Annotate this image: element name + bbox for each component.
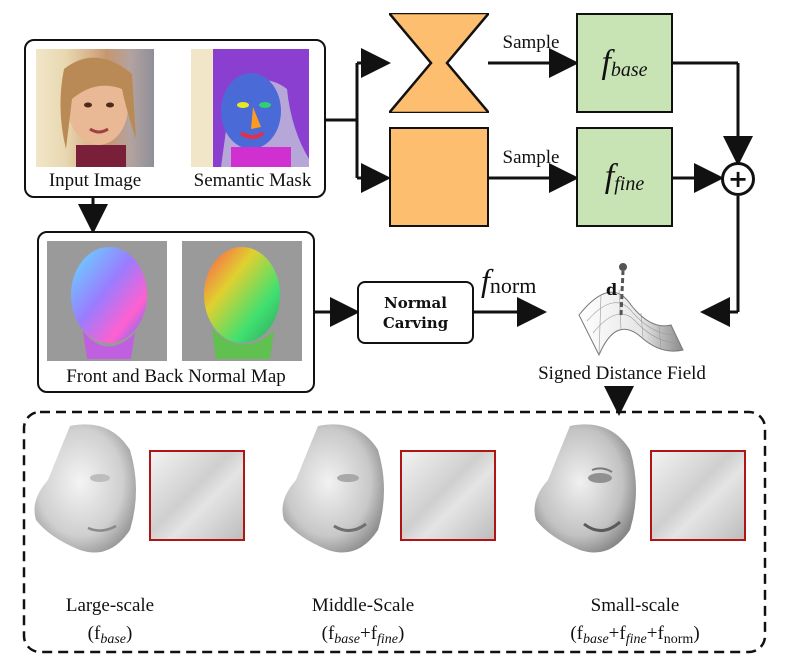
plus-icon: + (727, 165, 749, 193)
small-scale-formula: (fbase+ffine+fnorm) (570, 623, 700, 647)
normal-carving-line2: Carving (382, 313, 449, 332)
decoder-shape (389, 13, 489, 113)
back-normal-map (182, 241, 302, 361)
large-scale-mesh (34, 424, 136, 553)
sum-operator: + (721, 162, 755, 196)
small-scale-caption: Small-scale (fbase+ffine+fnorm) (530, 592, 740, 650)
f-fine-symbol: f (604, 158, 615, 195)
small-scale-title: Small-scale (590, 595, 680, 616)
middle-scale-title: Middle-Scale (311, 595, 415, 616)
middle-scale-mesh (282, 424, 384, 553)
middle-scale-formula: (fbase+ffine) (321, 623, 405, 647)
normal-map-label: Front and Back Normal Map (66, 366, 286, 387)
sample-label-bottom: Sample (502, 147, 560, 168)
normal-carving-line1: Normal (384, 293, 447, 312)
f-base-sub: base (610, 58, 648, 81)
input-image-portrait (36, 49, 154, 167)
middle-scale-caption: Middle-Scale (fbase+ffine) (288, 592, 438, 650)
large-scale-title: Large-scale (65, 595, 155, 616)
semantic-mask-label: Semantic Mask (193, 170, 312, 191)
large-scale-formula: (fbase) (87, 623, 133, 647)
f-norm-sub: norm (489, 273, 537, 298)
sdf-label: Signed Distance Field (538, 363, 706, 384)
large-scale-caption: Large-scale (fbase) (40, 592, 180, 650)
semantic-mask-image (191, 49, 309, 167)
middle-scale-zoom (400, 450, 496, 541)
f-fine-sub: fine (614, 172, 645, 195)
normal-carving-box: Normal Carving (357, 281, 474, 344)
sdf-d-label: d (606, 280, 618, 299)
front-normal-map (47, 241, 167, 361)
f-base-symbol: f (601, 44, 611, 81)
f-norm-label: fnorm (481, 262, 536, 299)
input-image-label: Input Image (48, 170, 142, 191)
small-scale-zoom (650, 450, 746, 541)
feature-grid-shape (389, 127, 489, 227)
large-scale-zoom (149, 450, 245, 541)
f-norm-symbol: f (481, 262, 490, 298)
sample-label-top: Sample (502, 32, 560, 53)
small-scale-mesh (534, 424, 636, 553)
sdf-surface-icon (578, 263, 684, 357)
